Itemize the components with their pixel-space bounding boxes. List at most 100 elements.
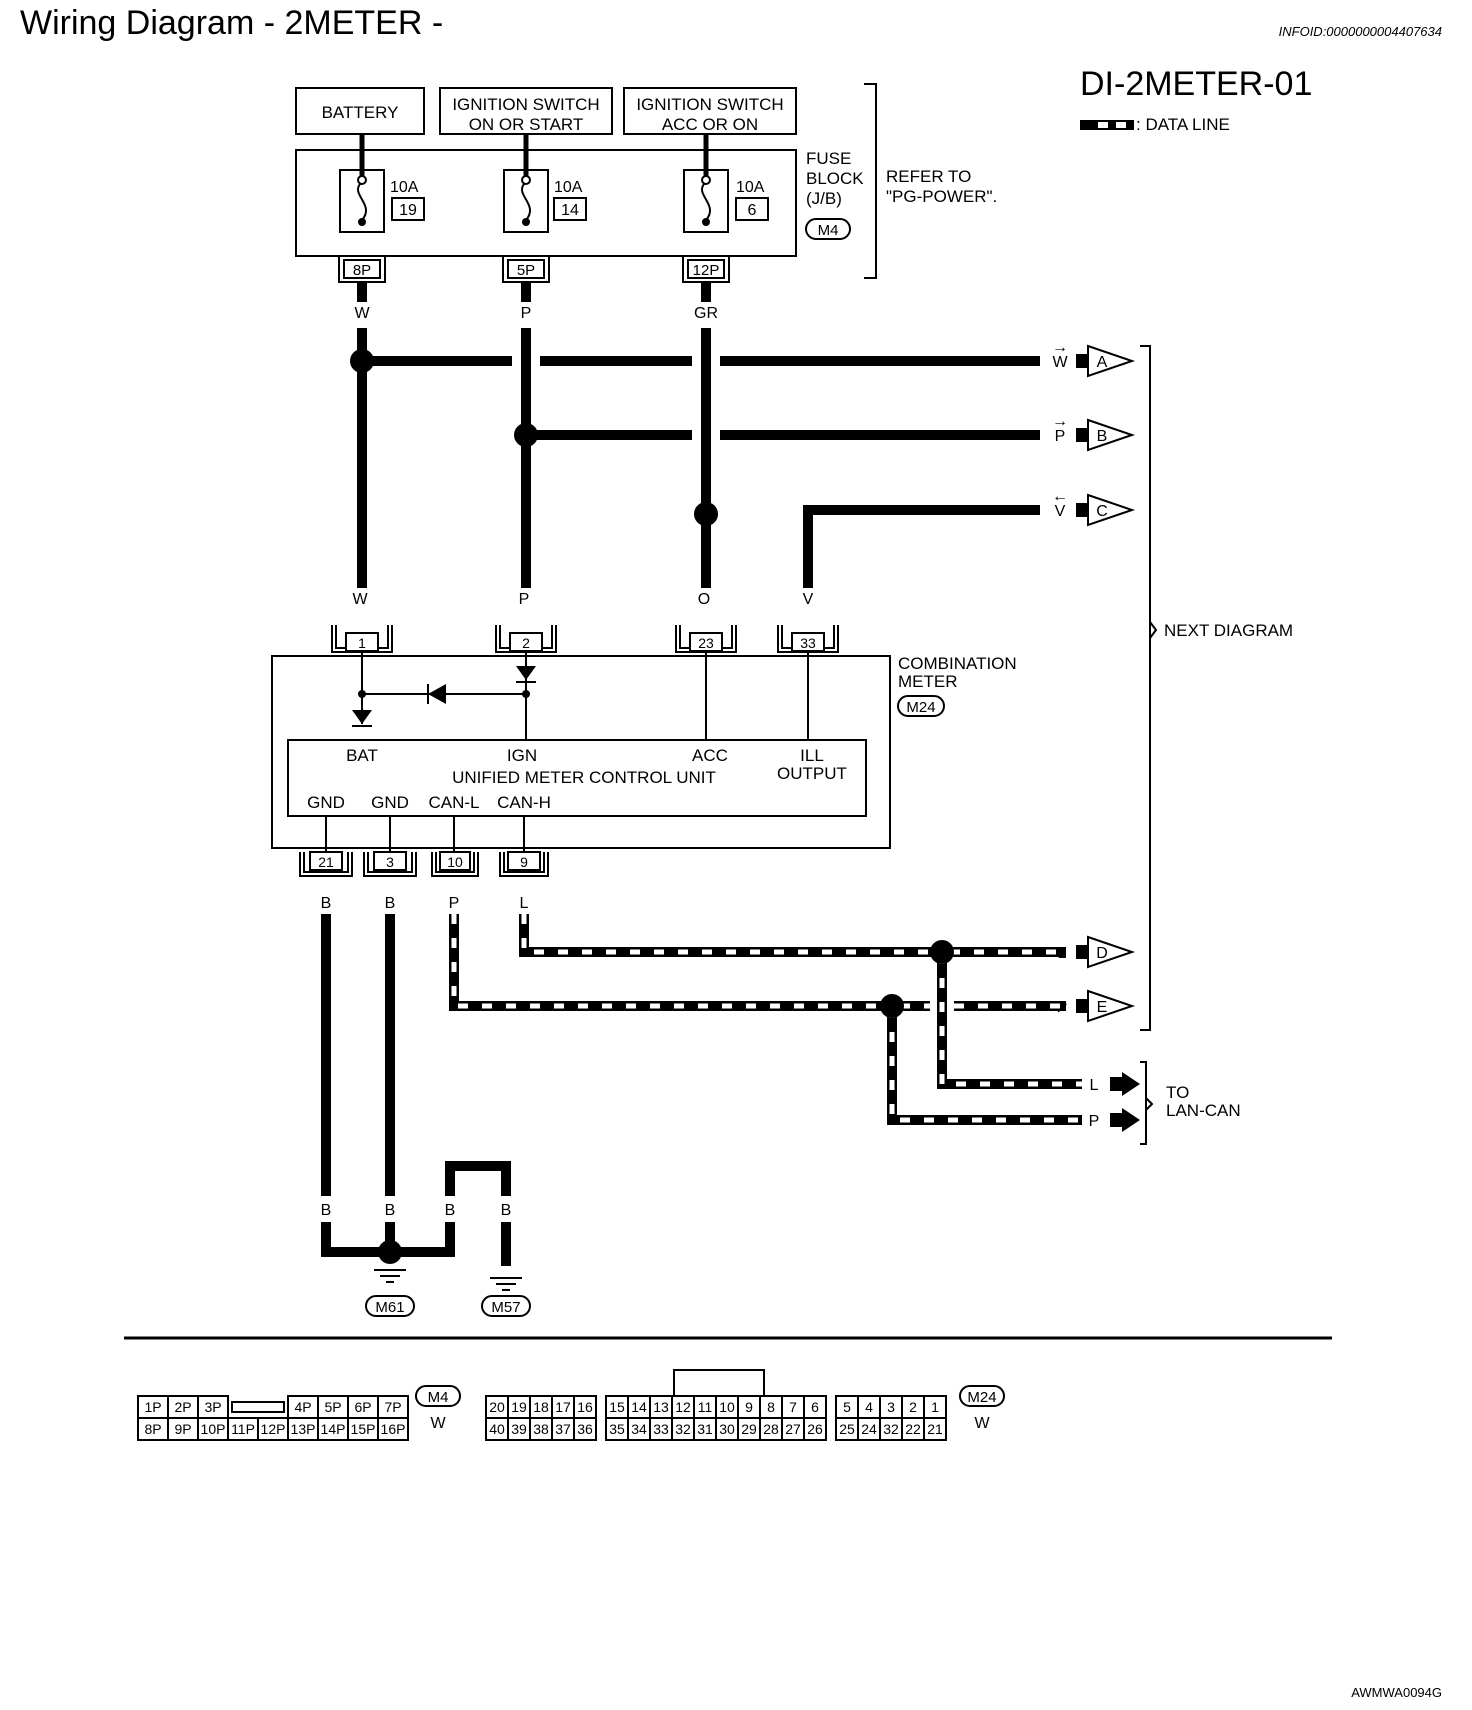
cavity-label: 33 [653,1421,669,1437]
ign-on-start-line1: IGNITION SWITCH [452,95,599,114]
diagram-id: DI-2METER-01 [1080,65,1312,103]
cavity-label: 26 [807,1421,823,1437]
fuse-6-number: 6 [748,202,757,219]
ign-acc-on-line1: IGNITION SWITCH [636,95,783,114]
pin-33: 33 [800,635,816,651]
pin-23: 23 [698,635,714,651]
svg-text:P: P [449,895,460,912]
connector-cavity [377,1417,409,1441]
refer-to-line2: "PG-POWER". [886,187,997,206]
meter-name-2: METER [898,672,958,691]
combination-meter: COMBINATION METER M24 BAT IGN ACC ILL OU… [271,652,1017,852]
meter-connector: M24 [906,699,935,716]
fuse-14-number: 14 [561,202,579,219]
svg-text:E: E [1097,999,1108,1016]
svg-text:L: L [1090,1077,1099,1094]
cavity-label: 6P [354,1399,371,1415]
cavity-label: 24 [861,1421,877,1437]
cavity-label: 15 [609,1399,625,1415]
cavity-label: 9P [174,1421,191,1437]
cavity-label: 16 [577,1399,593,1415]
cavity-label: 14P [321,1421,346,1437]
fuse-19-amps: 10A [390,179,419,196]
connector-cavity [803,1417,827,1441]
cavity-label: 11 [698,1399,713,1415]
ground-wire-labels: B B B B [321,1202,512,1219]
cavity-label: 2 [909,1399,917,1415]
legend-label: : DATA LINE [1136,115,1230,134]
to-lan-can: L P TO LAN-CAN [1089,1061,1241,1145]
cavity-label: 7 [789,1399,797,1415]
cavity-label: 31 [697,1421,713,1437]
wire-w-label: W [354,305,370,322]
cavity-label: 1P [144,1399,161,1415]
can-l-line [449,914,1082,1125]
wire-p-label: P [521,305,532,322]
next-connector-d: L D [1058,935,1136,969]
svg-text:P: P [1089,1113,1100,1130]
label-gnd-2: GND [371,793,409,812]
cavity-label: 5 [843,1399,851,1415]
lan-can-label-1: TO [1166,1083,1189,1102]
terminal-8p-label: 8P [353,262,371,279]
cavity-label: 34 [631,1421,647,1437]
label-can-l: CAN-L [428,793,479,812]
svg-text:B: B [501,1202,512,1219]
connector-key [231,1401,285,1413]
cavity-label: 13 [653,1399,669,1415]
cavity-label: 4P [294,1399,311,1415]
next-connector-c: V ← C [1052,488,1136,527]
ground-m61: M61 [365,1269,415,1317]
svg-text:B: B [321,1202,332,1219]
cavity-label: 11P [231,1421,255,1437]
ground-wires [321,914,511,1266]
cavity-label: 6 [811,1399,819,1415]
pin-3: 3 [386,854,394,870]
svg-text:B: B [385,895,396,912]
power-source-ignition-on-start: IGNITION SWITCH ON OR START [439,87,613,135]
fuse-block-label-1: FUSE [806,149,851,168]
fuse-14-amps: 10A [554,179,583,196]
svg-text:W: W [352,591,368,608]
cavity-label: 30 [719,1421,735,1437]
meter-bottom-pins: 21 B 3 B 10 P 9 L [299,851,549,912]
cavity-label: 4 [865,1399,873,1415]
cavity-label: 7P [384,1399,401,1415]
terminal-5p: 5P P [502,256,550,322]
pin-1: 1 [358,635,366,651]
cavity-label: 1 [931,1399,939,1415]
cavity-label: 9 [745,1399,753,1415]
page-title: Wiring Diagram - 2METER - [20,4,444,42]
connector-name: M24 [967,1389,996,1406]
cavity-label: 17 [555,1399,571,1415]
label-acc: ACC [692,746,728,765]
cavity-label: 37 [555,1421,571,1437]
connector-cavity [923,1417,947,1441]
unit-label: UNIFIED METER CONTROL UNIT [452,768,716,787]
fuse-14: 10A 14 [503,134,587,233]
svg-text:L: L [520,895,529,912]
next-connector-a: W → A [1052,339,1136,378]
label-output: OUTPUT [777,764,847,783]
cavity-label: 27 [785,1421,801,1437]
cavity-label: 39 [511,1421,527,1437]
cavity-label: 3 [887,1399,895,1415]
cavity-label: 15P [351,1421,376,1437]
cavity-label: 32 [675,1421,691,1437]
svg-text:→: → [1052,413,1068,430]
next-diagram-label: NEXT DIAGRAM [1164,621,1293,640]
svg-text:D: D [1096,945,1108,962]
next-connector-b: P → B [1052,413,1136,452]
cavity-label: 22 [905,1421,921,1437]
fuse-19: 10A 19 [339,134,425,233]
fuse-block-connector: M4 [818,222,839,239]
fuse-block-label-2: BLOCK [806,169,864,188]
figure-code: AWMWA0094G [1351,1685,1442,1700]
cavity-label: 13P [291,1421,316,1437]
meter-name-1: COMBINATION [898,654,1017,673]
wire-run-a [350,349,1040,373]
label-can-h: CAN-H [497,793,551,812]
cavity-label: 12 [675,1399,691,1415]
